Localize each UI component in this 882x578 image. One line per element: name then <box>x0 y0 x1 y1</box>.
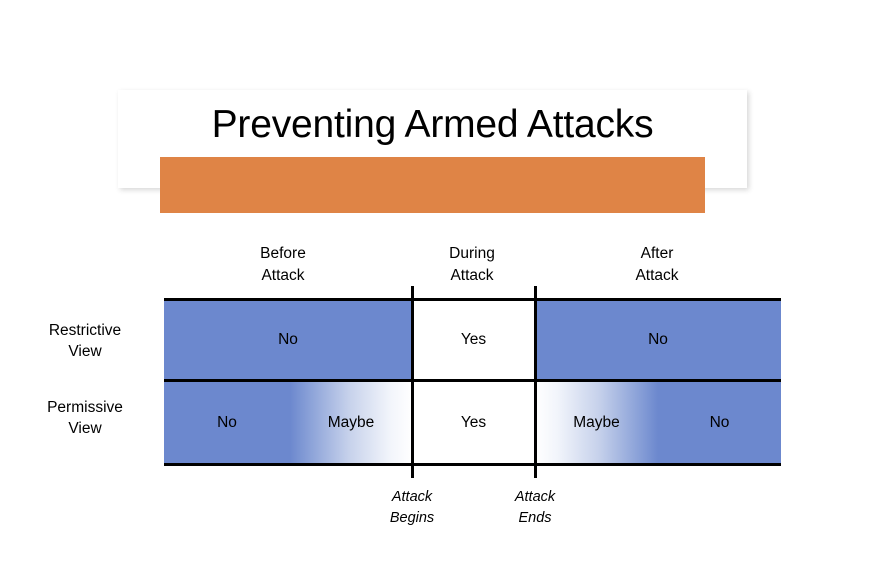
column-header-line2: Attack <box>635 267 679 284</box>
cell-permissive-before-maybe: Maybe <box>290 380 412 465</box>
column-header-line1: After <box>640 245 674 262</box>
cell-label: No <box>217 413 237 431</box>
row-label-line1: Restrictive <box>48 322 122 339</box>
cell-label: No <box>648 331 668 348</box>
axis-note-line1: Attack <box>391 489 433 505</box>
axis-note-line2: Ends <box>518 510 552 526</box>
table-bottom-border <box>164 463 781 466</box>
cell-restrictive-before: No <box>164 300 412 380</box>
page-title: Preventing Armed Attacks <box>211 103 654 146</box>
cell-label: Maybe <box>573 413 620 431</box>
table-top-border <box>164 298 781 301</box>
cell-restrictive-during: Yes <box>412 300 535 380</box>
cell-label: No <box>709 413 730 431</box>
axis-note-line1: Attack <box>514 489 556 505</box>
matrix-table: No Yes No No Maybe Yes <box>164 300 781 465</box>
column-header-line1: Before <box>260 245 306 262</box>
cell-permissive-before-no: No <box>164 380 290 465</box>
cell-label: Yes <box>460 413 487 431</box>
cell-permissive-after-no: No <box>658 380 781 465</box>
accent-bar <box>160 157 705 213</box>
row-label-line1: Permissive <box>47 399 123 416</box>
table-row-restrictive-view: No Yes No <box>164 300 781 380</box>
column-header-line2: Attack <box>450 267 494 284</box>
row-label-permissive-view: Permissive View <box>10 397 160 439</box>
row-label-restrictive-view: Restrictive View <box>10 320 160 362</box>
cell-restrictive-after: No <box>535 300 781 380</box>
column-header-before-attack: Before Attack <box>218 243 348 287</box>
cell-label: Maybe <box>327 413 375 431</box>
axis-note-attack-begins: Attack Begins <box>347 487 477 529</box>
cell-label: Yes <box>460 331 487 348</box>
cell-permissive-during: Yes <box>412 380 535 465</box>
column-header-line1: During <box>449 245 495 262</box>
row-label-line2: View <box>68 420 102 437</box>
cell-label: No <box>278 331 298 348</box>
axis-note-line2: Begins <box>389 510 435 526</box>
column-header-line2: Attack <box>261 267 305 284</box>
row-label-line2: View <box>68 343 102 360</box>
column-header-after-attack: After Attack <box>592 243 722 287</box>
table-middle-border <box>164 379 781 382</box>
axis-note-attack-ends: Attack Ends <box>470 487 600 529</box>
divider-attack-begins <box>411 286 414 478</box>
cell-permissive-after-maybe: Maybe <box>535 380 658 465</box>
table-row-permissive-view: No Maybe Yes Maybe No <box>164 380 781 465</box>
column-header-during-attack: During Attack <box>407 243 537 287</box>
divider-attack-ends <box>534 286 537 478</box>
